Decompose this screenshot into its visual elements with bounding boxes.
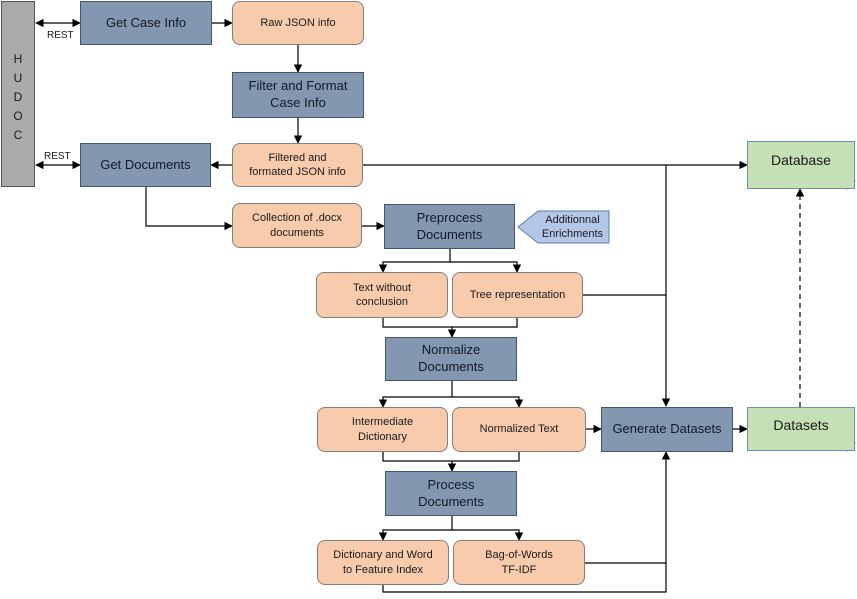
generate-datasets-process: Generate Datasets [601,407,733,452]
connector-merge-normalize [382,318,518,328]
text-without-conclusion-data: Text without conclusion [316,272,448,318]
get-case-info-process: Get Case Info [80,1,212,45]
datasets-store: Datasets [747,407,855,451]
connector-preprocess-split-right [450,261,522,273]
connector-merge-process [382,452,520,462]
rest-label-bottom: REST [44,151,71,162]
additional-enrichments-label: Additionnal Enrichments [541,213,604,240]
hudoc-source: H U D O C [1,1,35,187]
connector-normalize-split-right [452,396,524,408]
process-documents-process: Process Documents [385,471,517,516]
normalized-text-data: Normalized Text [452,407,586,452]
bag-of-words-data: Bag-of-Words TF-IDF [453,540,585,585]
tree-representation-data: Tree representation [452,272,583,318]
connector-get-documents-docx [145,187,233,231]
intermediate-dictionary-data: Intermediate Dictionary [317,407,448,452]
dictionary-feature-index-data: Dictionary and Word to Feature Index [317,540,449,585]
connector-bottom-loop [382,451,671,593]
get-documents-process: Get Documents [80,143,211,187]
normalize-process: Normalize Documents [385,337,517,381]
filtered-json-data: Filtered and formated JSON info [232,143,363,187]
rest-label-top: REST [47,30,74,41]
enrichments-shape [517,210,610,244]
connector-process-split-right [452,529,524,541]
connector-normalize-split [378,381,453,408]
filter-format-process: Filter and Format Case Info [232,72,364,118]
connector-preprocess-split [378,249,451,273]
docx-collection-data: Collection of .docx documents [232,203,362,248]
connector-process-split [378,516,453,541]
raw-json-data: Raw JSON info [232,1,364,45]
database-store: Database [747,141,855,189]
preprocess-process: Preprocess Documents [384,204,515,249]
